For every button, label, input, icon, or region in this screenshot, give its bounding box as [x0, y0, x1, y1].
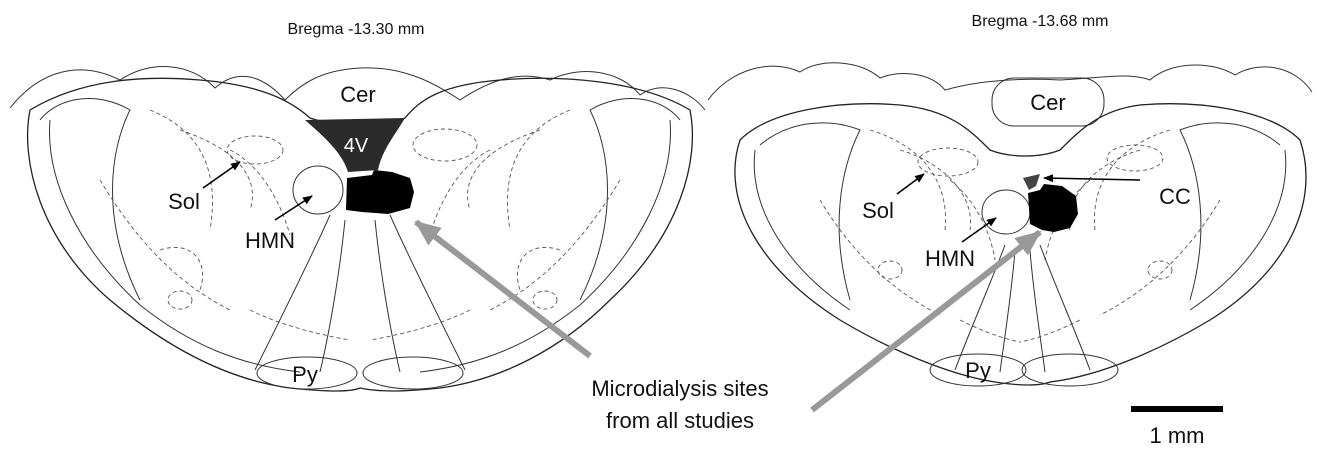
right-lesion-site: [1028, 184, 1078, 232]
right-dashed-nucleus-2: [1148, 261, 1172, 279]
left-hmn-outline: [293, 166, 343, 214]
right-pyramid-fan: [955, 245, 1090, 372]
right-sol-arrow: [897, 174, 924, 194]
right-bregma-title: Bregma -13.68 mm: [972, 13, 1109, 30]
right-section: Bregma -13.68 mm Cer Sol HMN Py CC: [708, 13, 1312, 386]
left-lesion-site: [346, 170, 414, 214]
right-sol-region-right: [1107, 145, 1163, 171]
left-dashed-nucleus-2: [533, 291, 557, 309]
left-4v-label: 4V: [344, 135, 369, 157]
right-hmn-arrow: [962, 218, 996, 242]
right-dashed-structures: [820, 130, 1220, 342]
scale-bar-label: 1 mm: [1150, 423, 1205, 448]
left-py-right: [363, 357, 463, 389]
left-py-label: Py: [292, 362, 318, 387]
left-outer-left-lobe: [40, 99, 140, 300]
left-cer-label: Cer: [340, 82, 375, 107]
gray-arrow-left: [416, 222, 590, 356]
right-py-label: Py: [965, 358, 991, 383]
right-hmn-label: HMN: [925, 246, 975, 271]
left-sol-label: Sol: [168, 189, 200, 214]
left-dashed-nucleus-1: [168, 291, 192, 309]
right-central-canal: [1023, 174, 1040, 190]
annotation-line-1: Microdialysis sites: [591, 376, 768, 401]
right-sol-label: Sol: [862, 198, 894, 223]
left-bregma-title: Bregma -13.30 mm: [288, 21, 425, 38]
left-sol-region-right: [413, 129, 477, 161]
right-cerebellum-outline: [708, 63, 1312, 100]
right-cer-label: Cer: [1030, 90, 1065, 115]
annotation-line-2: from all studies: [606, 408, 754, 433]
right-hmn-outline: [982, 190, 1030, 234]
right-dashed-nucleus-1: [878, 261, 902, 279]
left-section: Bregma -13.30 mm Cer 4V Sol HMN Py: [10, 21, 705, 391]
right-cc-arrow: [1044, 178, 1140, 180]
scale-bar: 1 mm: [1131, 406, 1223, 448]
left-outer-right-lobe: [580, 99, 680, 300]
scale-bar-line: [1131, 406, 1223, 412]
left-sol-arrow: [203, 162, 240, 188]
right-outer-lobes: [760, 123, 1280, 300]
right-cc-label: CC: [1159, 184, 1191, 209]
left-hmn-label: HMN: [245, 228, 295, 253]
right-sol-region: [918, 148, 978, 176]
